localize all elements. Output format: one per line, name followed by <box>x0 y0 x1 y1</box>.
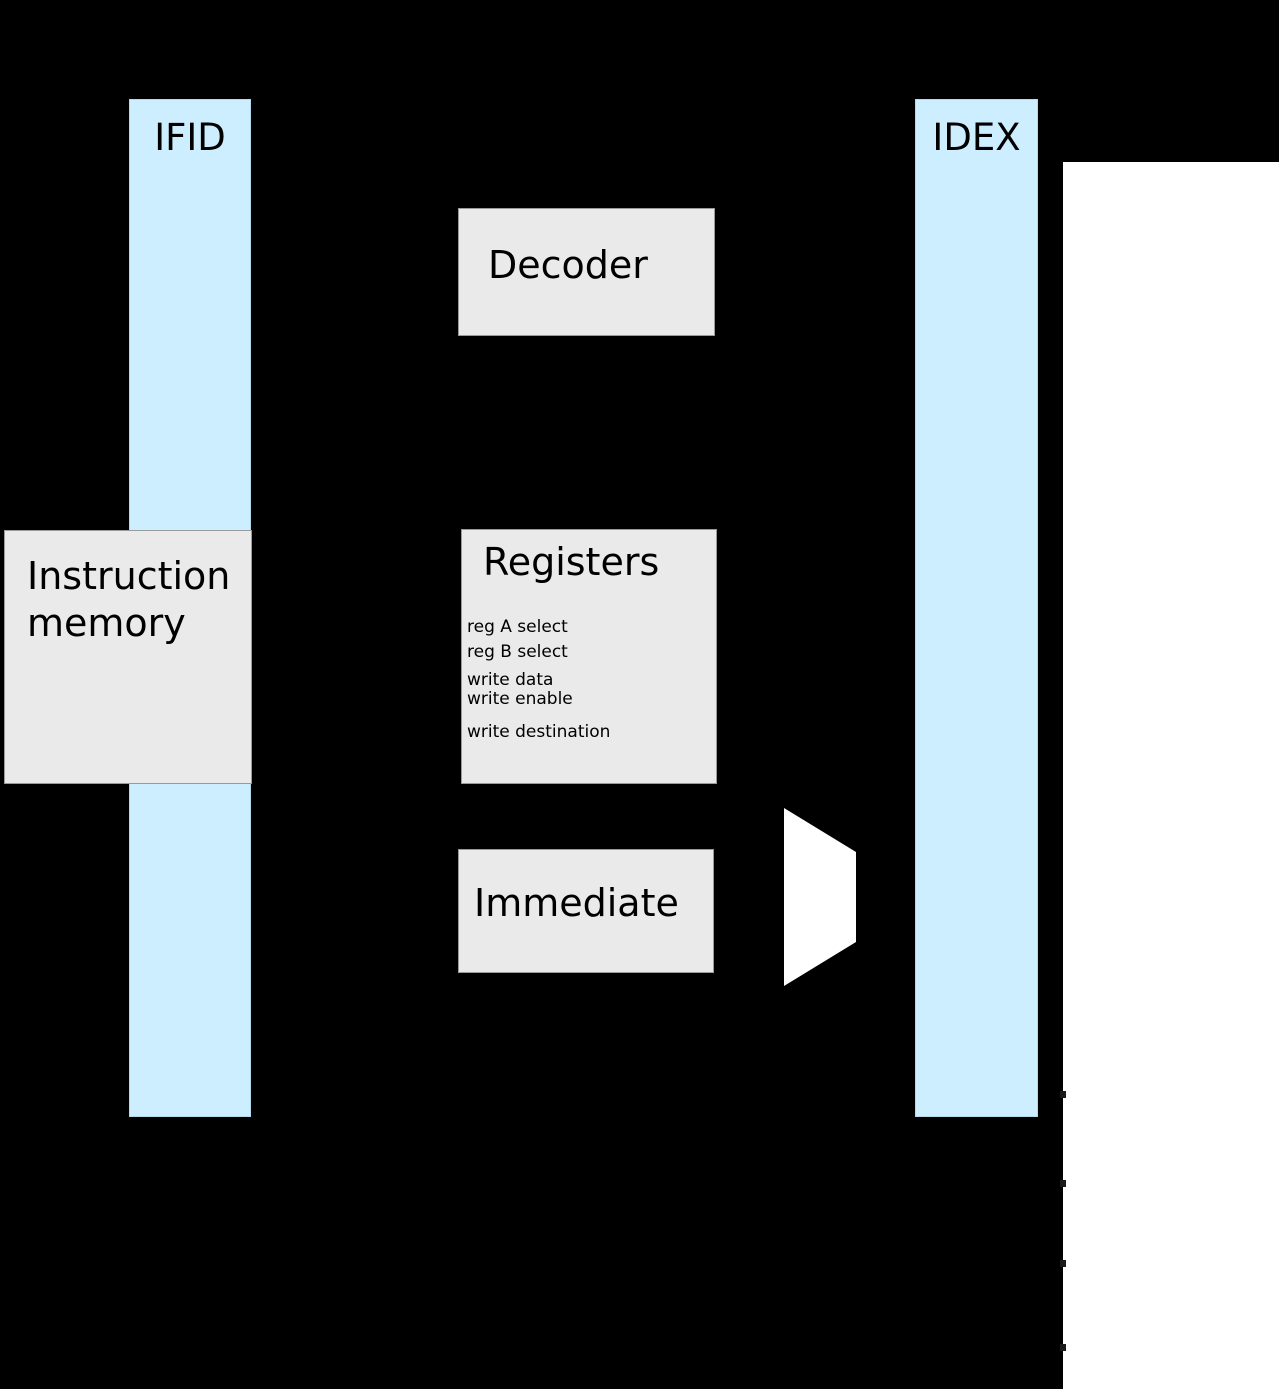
edge-tick-2 <box>1060 1260 1066 1267</box>
unit-immediate[interactable]: Immediate <box>458 849 714 973</box>
multiplexer-shape <box>784 808 856 986</box>
pipeline-register-idex[interactable]: IDEX <box>915 99 1038 1117</box>
pipeline-register-ifid-label: IFID <box>154 116 226 159</box>
unit-decoder-label: Decoder <box>488 243 648 287</box>
pipeline-register-idex-label: IDEX <box>932 116 1021 159</box>
register-port-write-data: write data <box>467 670 554 690</box>
unit-decoder[interactable]: Decoder <box>458 208 715 336</box>
unit-registers[interactable]: Registers reg A select reg B select writ… <box>461 529 717 784</box>
register-port-write-enable: write enable <box>467 689 573 709</box>
edge-tick-3 <box>1060 1344 1066 1351</box>
register-port-write-destination: write destination <box>467 722 611 742</box>
register-port-reg-a-select: reg A select <box>467 617 568 637</box>
edge-tick-4 <box>1060 1091 1066 1098</box>
unit-instruction-memory[interactable]: Instruction memory <box>4 530 252 784</box>
unit-instruction-memory-label: Instruction memory <box>27 554 231 645</box>
right-white-panel <box>1063 162 1279 1389</box>
unit-registers-label: Registers <box>483 540 660 584</box>
register-port-reg-b-select: reg B select <box>467 642 568 662</box>
unit-immediate-label: Immediate <box>474 881 679 925</box>
multiplexer[interactable] <box>784 808 864 986</box>
edge-tick-1 <box>1060 1180 1066 1187</box>
